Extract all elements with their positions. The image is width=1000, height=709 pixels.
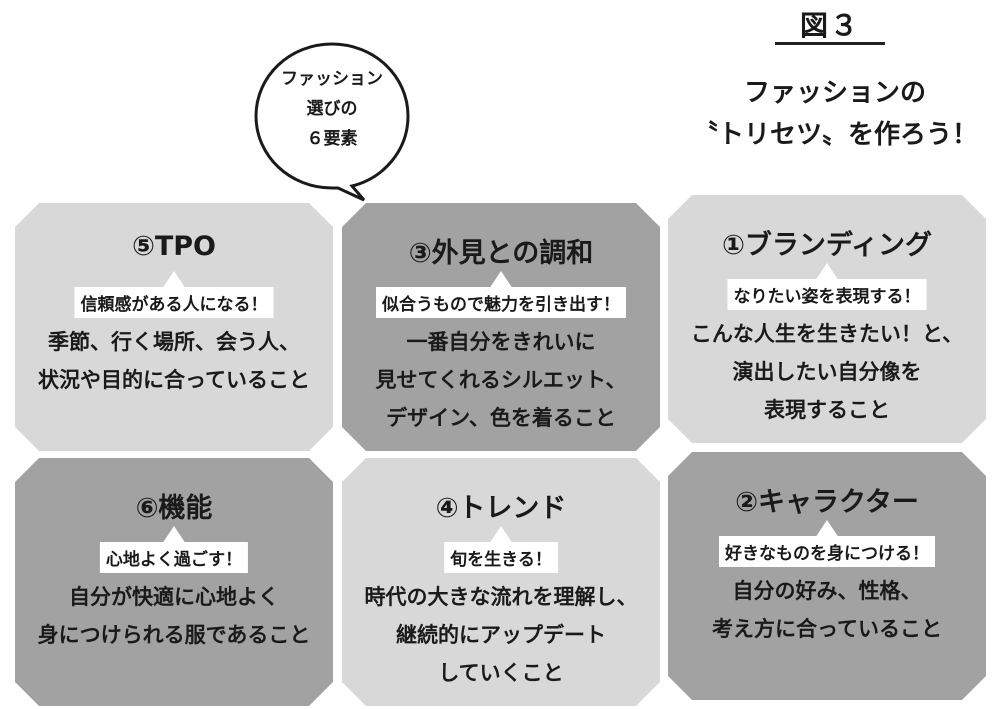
desc-line: 季節、行く場所、会う人、 <box>48 330 300 354</box>
headline-line-2: 〝トリセツ〟を作ろう！ <box>691 120 978 150</box>
desc-line: 見せてくれるシルエット、 <box>375 368 627 392</box>
desc-line: 身につけられる服であること <box>37 623 311 647</box>
card-tagline: 似合うもので魅力を引き出す！ <box>376 287 626 318</box>
tagline-pointer <box>162 271 186 289</box>
desc-line: 時代の大きな流れを理解し、 <box>364 585 638 609</box>
card-tagline: 心地よく過ごす！ <box>100 542 248 573</box>
desc-line: 演出したい自分像を <box>732 360 922 384</box>
bubble-line-2: 選びの <box>306 99 358 119</box>
card-description: 一番自分をきれいに 見せてくれるシルエット、 デザイン、色を着ること <box>342 323 660 437</box>
card-tagline: 信頼感がある人になる！ <box>75 287 274 318</box>
card-branding: ①ブランディング なりたい姿を表現する！ こんな人生を生きたい！と、 演出したい… <box>668 195 986 443</box>
card-description: 時代の大きな流れを理解し、 継続的にアップデート していくこと <box>342 578 660 692</box>
tagline-pointer <box>162 526 186 544</box>
desc-line: していくこと <box>438 661 564 685</box>
bubble-line-1: ファッション <box>281 69 383 89</box>
card-title: ⑥機能 <box>135 493 213 524</box>
card-trend: ④トレンド 旬を生きる！ 時代の大きな流れを理解し、 継続的にアップデート して… <box>342 458 660 706</box>
desc-line: 考え方に合っていること <box>712 617 942 641</box>
card-title: ③外見との調和 <box>408 238 594 269</box>
card-description: 自分が快適に心地よく 身につけられる服であること <box>15 578 333 654</box>
desc-line: こんな人生を生きたい！と、 <box>690 322 964 346</box>
headline: ファッションの 〝トリセツ〟を作ろう！ <box>690 72 980 156</box>
card-title: ④トレンド <box>435 493 567 524</box>
card-function: ⑥機能 心地よく過ごす！ 自分が快適に心地よく 身につけられる服であること <box>15 458 333 706</box>
figure-label: 図３ <box>799 9 860 42</box>
tagline-pointer <box>815 263 839 281</box>
card-description: 自分の好み、性格、 考え方に合っていること <box>668 572 986 648</box>
speech-bubble-shape <box>254 42 410 202</box>
desc-line: デザイン、色を着ること <box>386 406 616 430</box>
card-appearance-harmony: ③外見との調和 似合うもので魅力を引き出す！ 一番自分をきれいに 見せてくれるシ… <box>342 203 660 451</box>
bubble-line-3: ６要素 <box>306 129 358 149</box>
figure-label-underline <box>775 42 885 45</box>
card-tagline: 好きなものを身につける！ <box>719 536 935 567</box>
card-description: こんな人生を生きたい！と、 演出したい自分像を 表現すること <box>668 315 986 429</box>
tagline-pointer <box>489 526 513 544</box>
card-tpo: ⑤TPO 信頼感がある人になる！ 季節、行く場所、会う人、 状況や目的に合ってい… <box>15 203 333 451</box>
tagline-pointer <box>815 520 839 538</box>
card-description: 季節、行く場所、会う人、 状況や目的に合っていること <box>15 323 333 399</box>
card-title: ⑤TPO <box>131 231 217 262</box>
speech-bubble: ファッション 選びの ６要素 <box>252 40 412 204</box>
desc-line: 一番自分をきれいに <box>406 330 596 354</box>
card-character: ②キャラクター 好きなものを身につける！ 自分の好み、性格、 考え方に合っている… <box>668 452 986 700</box>
desc-line: 継続的にアップデート <box>396 623 606 647</box>
desc-line: 状況や目的に合っていること <box>38 368 310 392</box>
tagline-pointer <box>489 271 513 289</box>
card-title: ②キャラクター <box>735 487 919 518</box>
card-title: ①ブランディング <box>722 230 932 261</box>
card-tagline: 旬を生きる！ <box>444 542 558 573</box>
desc-line: 自分の好み、性格、 <box>732 579 922 603</box>
card-tagline: なりたい姿を表現する！ <box>728 279 927 310</box>
desc-line: 表現すること <box>764 398 890 422</box>
speech-bubble-text: ファッション 選びの ６要素 <box>252 64 412 154</box>
desc-line: 自分が快適に心地よく <box>69 585 279 609</box>
headline-line-1: ファッションの <box>743 78 926 108</box>
